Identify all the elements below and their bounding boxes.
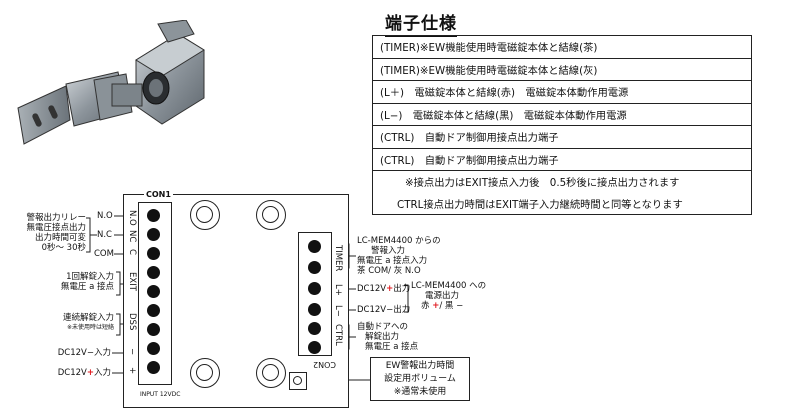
label-line: 解錠出力	[365, 332, 400, 342]
terminal-screw	[308, 322, 321, 335]
mounting-hole	[190, 358, 220, 388]
terminal-screw	[147, 361, 160, 374]
terminal-screw	[308, 282, 321, 295]
no-label: N.O	[97, 211, 113, 221]
dc-minus-output-label: DC12V−出力	[357, 305, 411, 315]
terminal-screw	[308, 261, 321, 274]
pin-label-no: N.O	[127, 210, 137, 226]
label-part: / 黒 −	[439, 301, 464, 311]
terminal-screw	[147, 285, 160, 298]
dc-plus-output-label: DC12V+出力	[357, 284, 410, 294]
label-line: 1回解錠入力	[66, 272, 114, 282]
label-line: 無電圧接点出力	[26, 223, 86, 233]
dc-minus-input-label: DC12V−入力	[57, 348, 111, 358]
label-line: 無電圧 a 接点	[365, 342, 419, 352]
label-line: 電源出力	[425, 291, 460, 301]
label-line: LC-MEM4400 からの	[357, 236, 441, 246]
terminal-screw	[147, 247, 160, 260]
terminal-screw	[308, 303, 321, 316]
label-part: 赤	[421, 301, 433, 311]
mounting-hole	[256, 358, 286, 388]
terminal-screw	[147, 304, 160, 317]
label-part: DC12V	[357, 284, 387, 294]
pin-label-dss: DSS	[127, 313, 137, 331]
plus-sign: +	[86, 368, 94, 378]
dc-plus-input-label: DC12V+入力	[20, 368, 111, 378]
spec-row: (L−) 電磁錠本体と結線(黒) 電磁錠本体動作用電源	[372, 102, 752, 126]
pin-label-lminus: L−	[333, 305, 343, 317]
terminal-screw	[147, 209, 160, 222]
label-line: 警報入力	[371, 246, 406, 256]
pin-label-exit: EXIT	[127, 272, 137, 291]
terminal-screw	[308, 240, 321, 253]
alarm-relay-label: 警報出力リレー 無電圧接点出力 出力時間可変 0秒〜 30秒	[4, 213, 86, 253]
single-unlock-label: 1回解錠入力 無電圧 a 接点	[20, 272, 114, 292]
label-line: 連続解錠入力	[62, 313, 114, 323]
pin-label-nc: NC	[127, 230, 137, 243]
callout-line: EW警報出力時間	[385, 361, 455, 371]
mounting-hole	[256, 200, 286, 230]
product-photo	[17, 20, 205, 145]
volume-callout: EW警報出力時間 設定用ボリューム ※通常未使用	[370, 357, 470, 401]
label-part: DC12V	[57, 368, 87, 378]
terminal-screw	[308, 341, 321, 354]
spec-table: (TIMER)※EW機能使用時電磁錠本体と結線(茶) (TIMER)※EW機能使…	[372, 35, 752, 215]
label-line: 無電圧 a 接点入力	[357, 256, 428, 266]
mounting-hole	[190, 200, 220, 230]
pin-label-plus: +	[127, 367, 137, 375]
label-line: 無電圧 a 接点	[60, 282, 114, 292]
label-part: 入力	[93, 368, 111, 378]
label-line: LC-MEM4400 への	[411, 281, 487, 291]
pin-label-ctrl: CTRL	[333, 324, 343, 346]
spec-row: (CTRL) 自動ドア制御用接点出力端子	[372, 125, 752, 149]
nc-label: N.C	[97, 230, 112, 240]
pin-label-minus: −	[127, 348, 137, 356]
label-line: 出力時間可変	[34, 233, 86, 243]
volume-pot	[289, 372, 307, 390]
label-note: ※未使用時は短絡	[66, 324, 114, 331]
timer-input-label: LC-MEM4400 からの 警報入力 無電圧 a 接点入力 茶 COM/ 灰 …	[357, 236, 441, 276]
pin-label-lplus: L+	[333, 284, 343, 296]
pin-label-timer: TIMER	[333, 245, 343, 272]
terminal-screw	[147, 266, 160, 279]
terminal-screw	[147, 228, 160, 241]
plus-sign: +	[432, 301, 440, 311]
ctrl-output-label: 自動ドアへの 解錠出力 無電圧 a 接点	[357, 322, 418, 352]
label-line: 警報出力リレー	[26, 213, 86, 223]
label-line: 自動ドアへの	[357, 322, 409, 332]
com-label: COM	[94, 249, 114, 259]
spec-row: (CTRL) 自動ドア制御用接点出力端子	[372, 147, 752, 171]
con2-label: CON2	[313, 360, 336, 369]
plus-sign: +	[386, 284, 394, 294]
terminal-screw	[147, 342, 160, 355]
con1-label: CON1	[144, 190, 173, 199]
spec-note: CTRL接点出力時間はEXIT端子入力継続時間と同等となります	[372, 192, 752, 215]
label-line: 0秒〜 30秒	[41, 243, 86, 253]
callout-line: 設定用ボリューム	[384, 374, 456, 384]
continuous-unlock-label: 連続解錠入力 ※未使用時は短絡	[20, 313, 114, 333]
pin-label-c: C	[127, 249, 137, 255]
label-part: 出力	[393, 284, 411, 294]
lc-power-label: LC-MEM4400 への 電源出力 赤 +/ 黒 −	[411, 281, 486, 311]
input-voltage-label: INPUT 12VDC	[140, 391, 181, 398]
label-line: 茶 COM/ 灰 N.O	[357, 266, 421, 276]
terminal-screw	[147, 323, 160, 336]
callout-line: ※通常未使用	[393, 387, 447, 397]
spec-note: ※接点出力はEXIT接点入力後 0.5秒後に接点出力されます	[372, 170, 752, 193]
